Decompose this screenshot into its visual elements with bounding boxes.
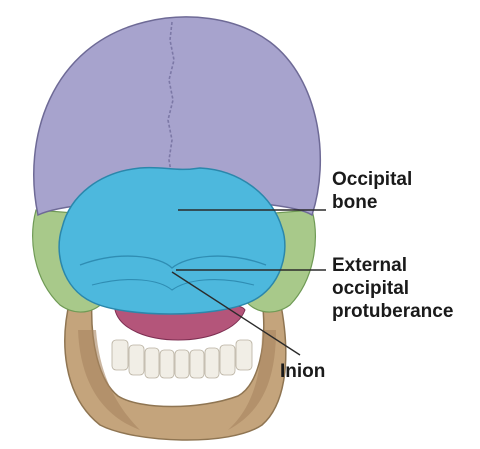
label-occipital-bone: Occipital bone [332,168,412,214]
label-line: occipital [332,277,453,300]
label-line: External [332,254,453,277]
occipital-bone [59,168,285,314]
label-inion: Inion [280,360,325,383]
label-line: protuberance [332,300,453,323]
teeth [112,340,252,378]
label-line: Inion [280,360,325,383]
label-line: Occipital [332,168,412,191]
label-external-occipital-protuberance: External occipital protuberance [332,254,453,323]
label-line: bone [332,191,412,214]
